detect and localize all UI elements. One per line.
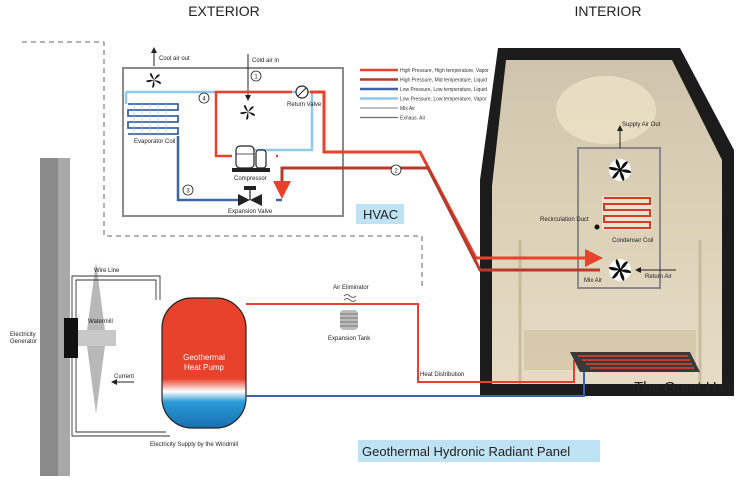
step-marker-1: 1 (250, 70, 262, 82)
hot-vapor-to-interior-pipe (310, 90, 603, 267)
legend-item: Mix Air (360, 106, 415, 112)
geothermal-heat-pump (161, 297, 247, 429)
return-air-label: Return Air (645, 274, 672, 280)
geothermal-title: Geothermal Hydronic Radiant Panel (362, 444, 570, 459)
legend-label: Exhaus. Air (400, 116, 426, 122)
legend-item: High Pressure, High temperature, Vapor (360, 68, 489, 74)
exterior-header: EXTERIOR (188, 3, 260, 19)
supply-fan-icon (609, 159, 631, 181)
cold-air-in-label: Cold air in (252, 58, 279, 64)
expansion-valve-icon (238, 186, 262, 206)
legend: High Pressure, High temperature, VaporHi… (360, 68, 489, 122)
hot-supply-pipe (246, 303, 575, 383)
cold-return-pipe (246, 372, 585, 397)
mix-air-label: Mix Air (584, 278, 602, 284)
exterior-boundary (22, 41, 423, 290)
recirculation-duct-label: Recirculation Duct (540, 217, 589, 223)
legend-item: Low Pressure, Low temperature, Liquid (360, 87, 487, 93)
step-marker-4: 4 (198, 92, 210, 104)
compressor-label: Compressor (234, 176, 267, 182)
recirculation-duct-marker (594, 224, 600, 230)
svg-text:3: 3 (186, 189, 190, 195)
high-pressure-vapor-pipe (214, 90, 292, 158)
watermill-structure (40, 158, 116, 476)
great-hall-label: The Great Hall (634, 379, 732, 396)
hvac-label-bg (356, 204, 404, 224)
radiant-panel-icon (570, 352, 700, 372)
current-label: Current (114, 374, 134, 380)
step-marker-3: 3 (182, 184, 194, 196)
return-valve-stem (297, 87, 307, 97)
intake-fan-icon (240, 104, 255, 120)
legend-item: Low Pressure, Low temperature, Vapor (360, 97, 487, 103)
svg-text:1: 1 (254, 75, 258, 81)
watermill-label: Watermill (88, 319, 113, 325)
wire-line-label: Wire Line (94, 268, 120, 274)
cool-air-out-label: Cool air out (159, 56, 190, 62)
generator-label-2: Generator (10, 339, 37, 345)
interior-header: INTERIOR (575, 3, 642, 19)
supply-air-out-label: Supply Air Out (622, 122, 661, 128)
condenser-coil-icon (602, 196, 652, 230)
condenser-coil-label: Condenser Coil (612, 238, 653, 244)
expansion-tank-label: Expansion Tank (328, 336, 371, 342)
evaporator-coil-icon (127, 102, 179, 136)
return-valve-label: Return Valve (287, 102, 322, 108)
hvac-label: HVAC (363, 207, 398, 222)
svg-text:2: 2 (394, 169, 398, 175)
return-fan-icon (609, 259, 631, 281)
legend-label: Mix Air (400, 106, 415, 112)
generator-label-1: Electricity (10, 332, 36, 338)
liquid-return-pipe (273, 166, 600, 272)
svg-text:4: 4 (202, 97, 206, 103)
air-handler-box (577, 147, 661, 289)
electricity-supply-label: Electricity Supply by the Windmill (150, 442, 238, 448)
expansion-tank-icon (340, 310, 358, 330)
legend-item: Exhaus. Air (360, 116, 426, 122)
legend-label: High Pressure, High temperature, Vapor (400, 68, 489, 74)
heat-pump-label-2: Heat Pump (184, 363, 225, 372)
legend-item: High Pressure, Mid temperature, Liquid (360, 78, 487, 84)
legend-label: High Pressure, Mid temperature, Liquid (400, 78, 487, 84)
compressor-icon (232, 145, 270, 172)
evaporator-coil-label: Evaporator Coil (134, 139, 175, 145)
heat-distribution-label: Heat Distribution (420, 372, 464, 378)
air-eliminator-icon (343, 294, 357, 302)
step-marker-2: 2 (390, 164, 402, 176)
air-eliminator-label: Air Eliminator (333, 285, 369, 291)
heat-pump-label-1: Geothermal (183, 353, 225, 362)
geothermal-title-bg (358, 440, 600, 462)
low-pressure-liquid-pipe (176, 136, 244, 202)
legend-label: Low Pressure, Low temperature, Vapor (400, 97, 487, 103)
expansion-valve-label: Expansion Valve (228, 209, 273, 215)
legend-label: Low Pressure, Low temperature, Liquid (400, 87, 487, 93)
exhaust-fan-icon (146, 72, 161, 88)
wire-lines (71, 275, 170, 437)
